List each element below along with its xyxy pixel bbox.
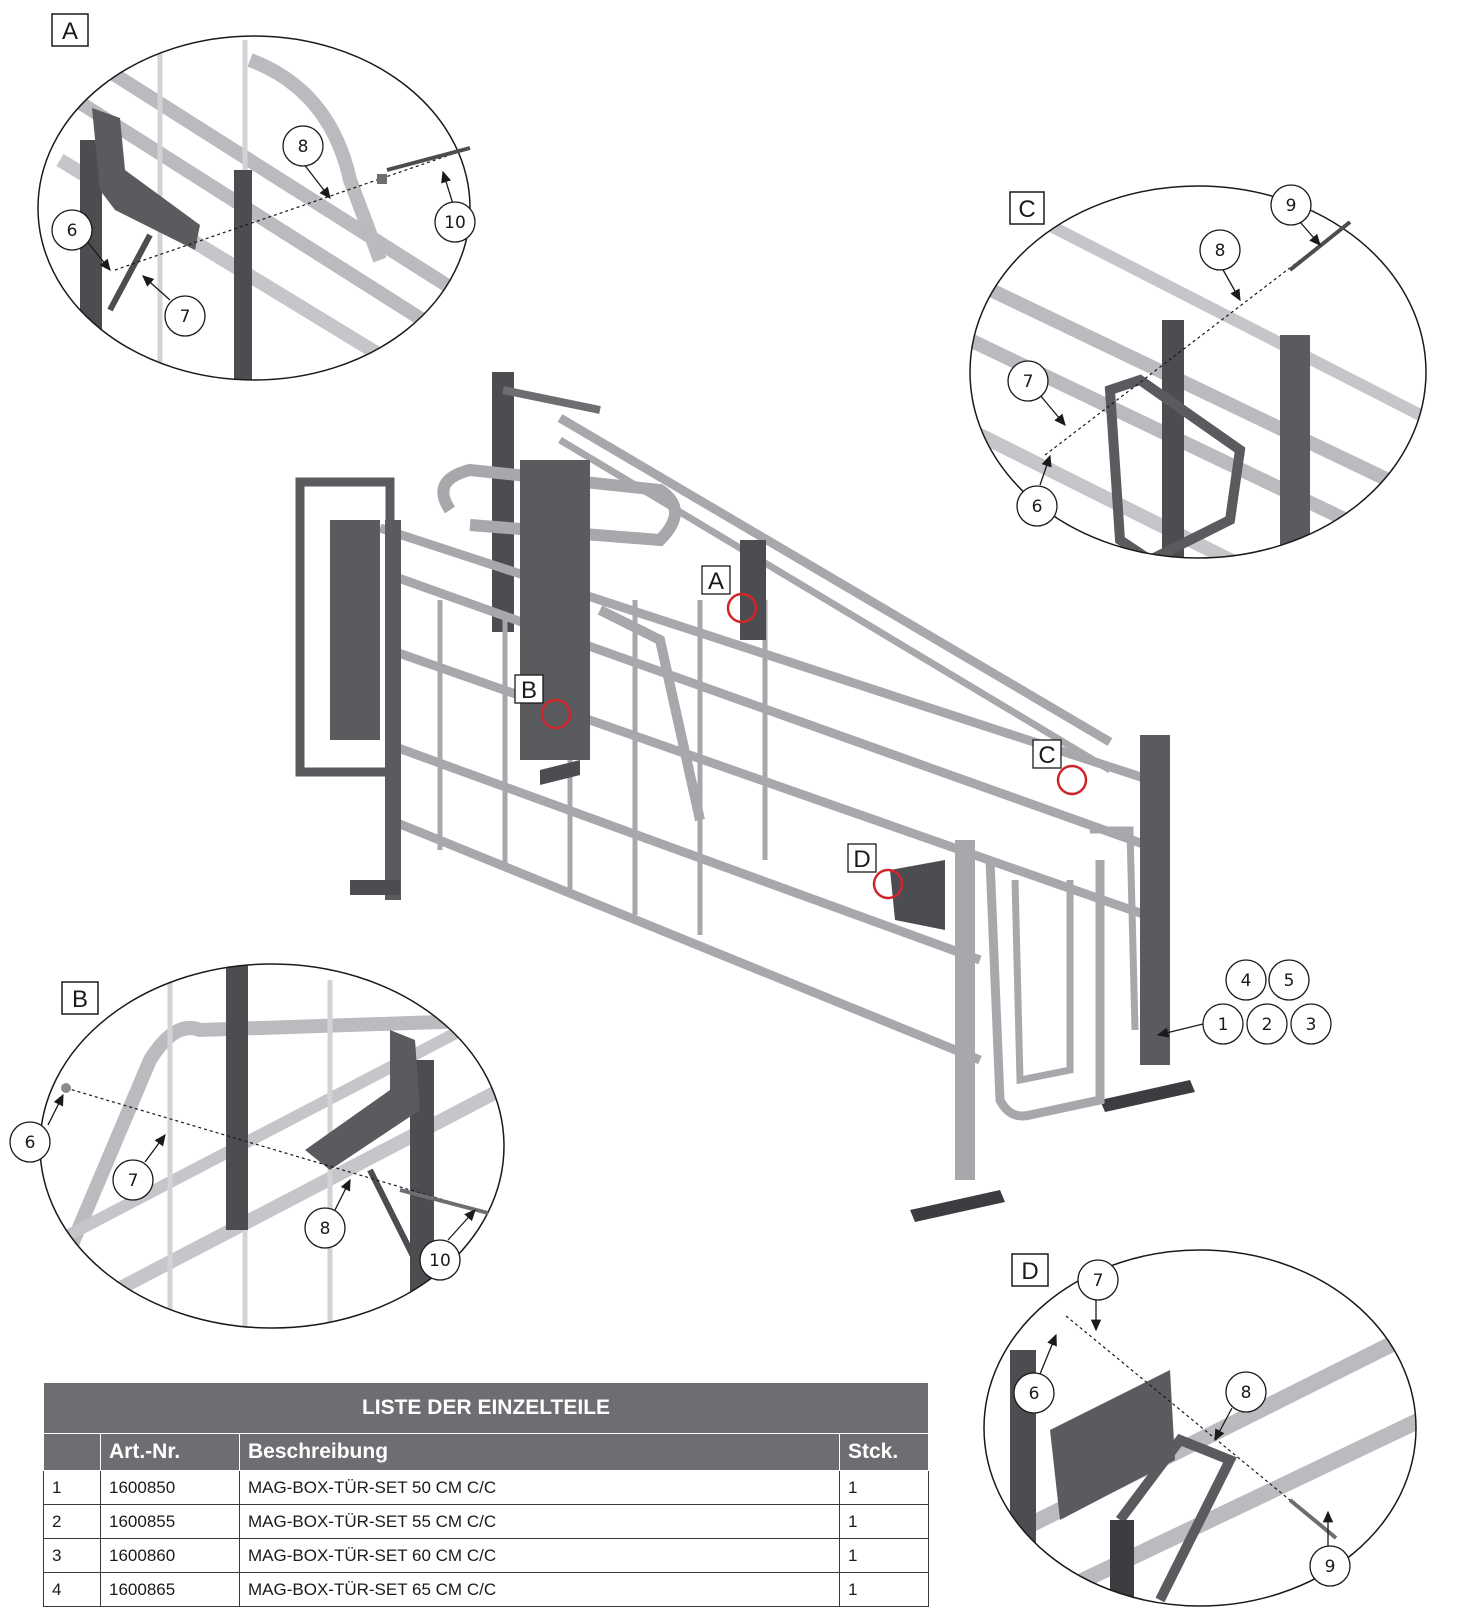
detail-tag-c: C [1009, 191, 1045, 225]
row-qty: 1 [839, 1470, 929, 1505]
callout-main-5: 5 [1268, 959, 1310, 1001]
callout-d-6: 6 [1013, 1333, 1057, 1414]
svg-text:7: 7 [128, 1171, 139, 1191]
detail-d [983, 1249, 1417, 1607]
svg-text:7: 7 [1023, 372, 1034, 392]
row-art-nr: 1600865 [100, 1572, 240, 1607]
table-row: 2 1600855 MAG-BOX-TÜR-SET 55 CM C/C 1 [43, 1504, 929, 1539]
svg-text:9: 9 [1325, 1557, 1336, 1577]
svg-text:A: A [62, 18, 78, 45]
main-tag-a: A [701, 565, 731, 595]
row-qty: 1 [839, 1538, 929, 1573]
svg-text:B: B [521, 677, 537, 704]
svg-text:8: 8 [298, 137, 309, 157]
callout-a-6: 6 [51, 209, 111, 272]
svg-text:7: 7 [180, 307, 191, 327]
svg-text:4: 4 [1241, 971, 1252, 991]
svg-text:3: 3 [1306, 1015, 1317, 1035]
detail-a [37, 35, 471, 381]
main-tag-d: D [847, 843, 877, 873]
callout-a-10: 10 [434, 170, 476, 243]
row-number: 3 [43, 1538, 101, 1573]
row-art-nr: 1600855 [100, 1504, 240, 1539]
svg-text:1: 1 [1218, 1015, 1229, 1035]
detail-tag-a: A [51, 13, 89, 47]
detail-b [39, 963, 505, 1329]
detail-c [969, 185, 1427, 559]
svg-text:7: 7 [1093, 1271, 1104, 1291]
svg-text:6: 6 [67, 221, 78, 241]
row-description: MAG-BOX-TÜR-SET 65 CM C/C [239, 1572, 840, 1607]
header-description: Beschreibung [239, 1433, 840, 1471]
row-description: MAG-BOX-TÜR-SET 55 CM C/C [239, 1504, 840, 1539]
callout-c-8: 8 [1199, 229, 1241, 302]
main-tag-c: C [1032, 739, 1062, 769]
callout-c-6: 6 [1016, 454, 1058, 527]
header-qty: Stck. [839, 1433, 929, 1471]
row-art-nr: 1600850 [100, 1470, 240, 1505]
parts-list-table: LISTE DER EINZELTEILE Art.-Nr. Beschreib… [43, 1382, 929, 1607]
svg-text:2: 2 [1262, 1015, 1273, 1035]
callout-main-4: 4 [1225, 959, 1267, 1001]
callout-main-3: 3 [1290, 1003, 1332, 1045]
svg-text:A: A [708, 568, 724, 595]
main-tag-b: B [514, 674, 544, 704]
callout-c-7: 7 [1007, 360, 1066, 426]
table-row: 1 1600850 MAG-BOX-TÜR-SET 50 CM C/C 1 [43, 1470, 929, 1505]
row-qty: 1 [839, 1504, 929, 1539]
row-number: 1 [43, 1470, 101, 1505]
callout-b-7: 7 [112, 1133, 166, 1201]
header-art-nr: Art.-Nr. [100, 1433, 240, 1471]
table-row: 4 1600865 MAG-BOX-TÜR-SET 65 CM C/C 1 [43, 1572, 929, 1607]
svg-text:9: 9 [1286, 196, 1297, 216]
row-description: MAG-BOX-TÜR-SET 60 CM C/C [239, 1538, 840, 1573]
callout-a-8: 8 [282, 125, 331, 200]
callout-main-2: 2 [1246, 1003, 1288, 1045]
svg-text:6: 6 [1029, 1384, 1040, 1404]
svg-text:5: 5 [1284, 971, 1295, 991]
callout-d-8: 8 [1214, 1371, 1267, 1442]
callout-b-10: 10 [419, 1209, 476, 1281]
svg-text:D: D [1021, 1258, 1038, 1285]
svg-text:8: 8 [1215, 241, 1226, 261]
header-blank [43, 1433, 101, 1471]
svg-text:C: C [1038, 742, 1055, 769]
row-number: 2 [43, 1504, 101, 1539]
callout-d-7: 7 [1077, 1259, 1119, 1332]
detail-tag-d: D [1011, 1253, 1049, 1287]
parts-list-title: LISTE DER EINZELTEILE [43, 1382, 929, 1434]
callout-d-9: 9 [1309, 1510, 1351, 1587]
callout-a-7: 7 [142, 275, 206, 337]
svg-text:C: C [1018, 196, 1035, 223]
row-art-nr: 1600860 [100, 1538, 240, 1573]
callout-main-1: 1 [1156, 1003, 1244, 1045]
table-row: 3 1600860 MAG-BOX-TÜR-SET 60 CM C/C 1 [43, 1538, 929, 1573]
row-qty: 1 [839, 1572, 929, 1607]
main-assembly [295, 372, 1195, 1222]
svg-text:10: 10 [429, 1251, 451, 1271]
svg-text:8: 8 [1241, 1383, 1252, 1403]
svg-text:B: B [72, 986, 88, 1013]
svg-text:6: 6 [25, 1133, 36, 1153]
callout-b-6: 6 [9, 1093, 64, 1163]
svg-text:8: 8 [320, 1219, 331, 1239]
svg-text:10: 10 [444, 213, 466, 233]
detail-tag-b: B [61, 981, 99, 1015]
svg-text:D: D [853, 846, 870, 873]
svg-text:6: 6 [1032, 497, 1043, 517]
row-description: MAG-BOX-TÜR-SET 50 CM C/C [239, 1470, 840, 1505]
callout-c-9: 9 [1270, 184, 1321, 246]
callout-b-8: 8 [304, 1178, 351, 1249]
row-number: 4 [43, 1572, 101, 1607]
